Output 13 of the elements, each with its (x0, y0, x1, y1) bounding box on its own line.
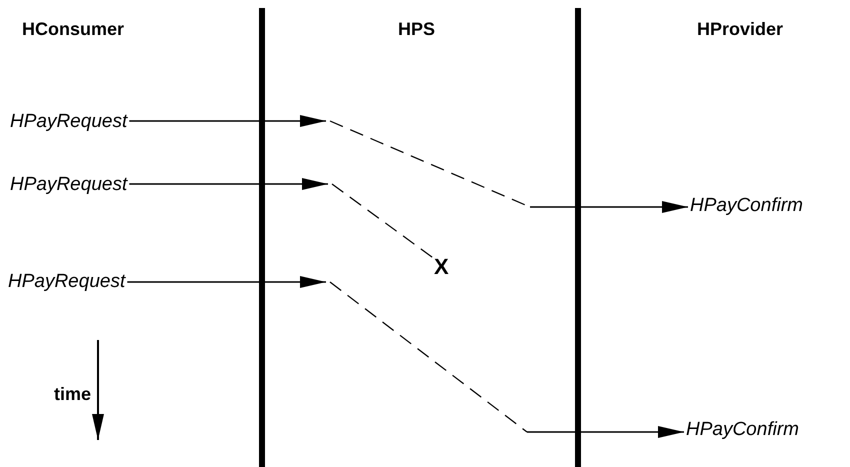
lifeline-header: HProvider (697, 20, 784, 38)
message-name: HPayConfirm (686, 420, 799, 439)
message-arrow (129, 178, 328, 190)
message-arrow (129, 115, 688, 213)
message-name: HPayRequest (10, 112, 128, 131)
lifeline-header: HPS (398, 20, 436, 38)
axis-label: time (54, 385, 92, 403)
lifeline-header: HConsumer (22, 20, 124, 38)
lost-message-mark: X (434, 256, 449, 278)
message-name: HPayRequest (8, 272, 126, 291)
message-name: HPayConfirm (690, 196, 803, 215)
message-name: HPayRequest (10, 175, 128, 194)
message-arrow (127, 276, 684, 438)
